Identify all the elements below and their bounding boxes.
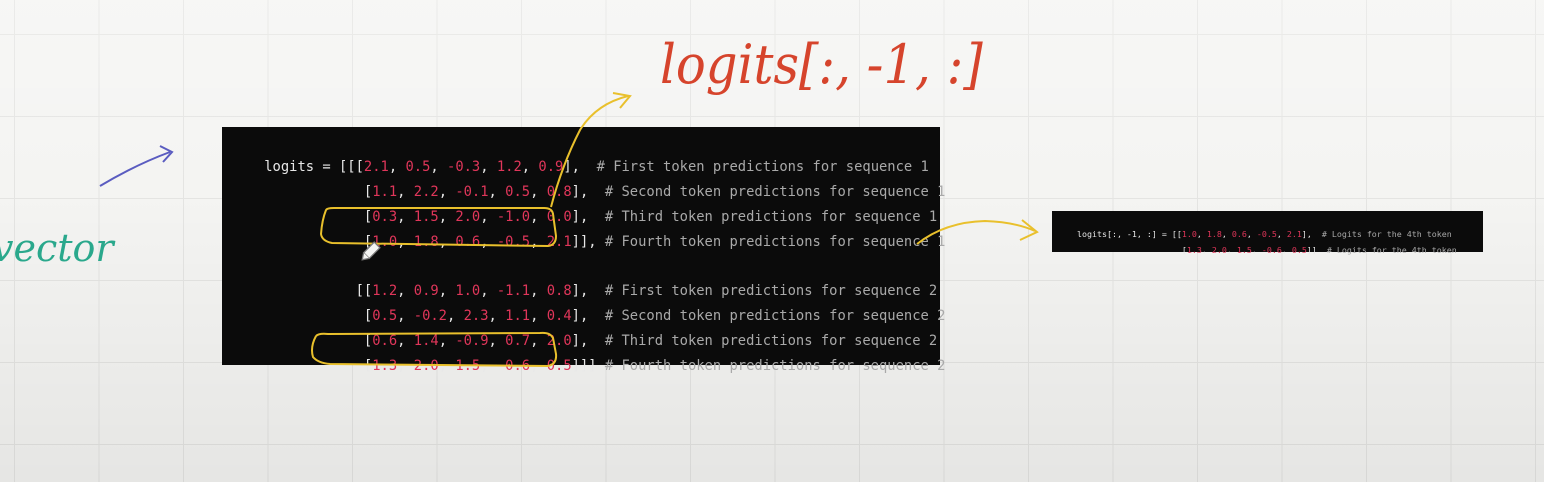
logit-value: 1.2: [372, 283, 398, 299]
arrow-head-icon: [1019, 219, 1039, 241]
arrow-head-icon: [612, 92, 632, 109]
logit-value: 2.1: [363, 159, 389, 175]
code-line: logits = [[[2.1, 0.5, -0.3, 1.2, 0.9], #…: [264, 159, 929, 175]
code-comment: # Fourth token predictions for sequence …: [604, 234, 946, 250]
logit-value: -0.9: [455, 333, 489, 349]
logit-value: 1.4: [413, 333, 439, 349]
logit-value: 1.3: [372, 358, 398, 374]
logit-value: 1.1: [505, 308, 531, 324]
code-prefix: [[: [264, 283, 373, 299]
code-panel-result: logits[:, -1, :] = [[1.0, 1.8, 0.6, -0.5…: [1052, 211, 1483, 255]
result-line: [1.3, 2.0, 1.5, -0.6, 0.5]] # Logits for…: [1076, 245, 1457, 255]
code-prefix: [: [264, 358, 373, 374]
logit-value: 1.8: [413, 234, 439, 250]
code-suffix: ],: [571, 308, 605, 324]
code-suffix: ],: [571, 209, 605, 225]
code-suffix: ],: [571, 283, 605, 299]
code-prefix: logits = [[[: [264, 159, 364, 175]
code-line: [0.3, 1.5, 2.0, -1.0, 0.0], # Third toke…: [264, 209, 938, 225]
logit-value: -0.5: [1256, 229, 1277, 239]
logit-value: 1.0: [1181, 229, 1197, 239]
logit-value: -0.1: [455, 184, 489, 200]
code-suffix: ],: [563, 159, 597, 175]
code-line: [[1.2, 0.9, 1.0, -1.1, 0.8], # First tok…: [264, 283, 938, 299]
code-comment: # First token predictions for sequence 1: [596, 159, 929, 175]
logit-value: 2.0: [1211, 245, 1227, 255]
handwritten-slice-annotation: logits[:, -1, :]: [660, 33, 983, 96]
logit-value: 2.0: [455, 209, 481, 225]
result-line: logits[:, -1, :] = [[1.0, 1.8, 0.6, -0.5…: [1076, 229, 1452, 239]
highlight-box-seq1: [319, 207, 558, 248]
logit-value: 1.8: [1206, 229, 1222, 239]
arrow-to-result: [916, 219, 1036, 245]
logit-value: 1.3: [1186, 245, 1202, 255]
logit-value: 1.2: [496, 159, 522, 175]
code-comment: # Third token predictions for sequence 2: [604, 333, 938, 349]
logit-value: 0.9: [413, 283, 439, 299]
logit-value: 0.7: [505, 333, 531, 349]
logit-value: 0.6: [372, 333, 398, 349]
arrow-purple: [99, 151, 171, 187]
code-suffix: ],: [571, 184, 605, 200]
logit-value: -1.1: [496, 283, 531, 299]
logit-value: 1.0: [455, 283, 481, 299]
logit-value: 2.2: [413, 184, 439, 200]
logit-value: 0.8: [546, 184, 572, 200]
logit-value: 2.3: [463, 308, 489, 324]
logit-value: 0.5: [405, 159, 431, 175]
arrow-to-annotation: [550, 95, 629, 208]
logit-value: 0.5: [505, 184, 531, 200]
logit-value: 2.1: [1286, 229, 1302, 239]
arrow-head-icon: [159, 145, 174, 163]
highlight-box-seq2: [311, 331, 558, 368]
logit-value: 1.5: [1236, 245, 1252, 255]
code-comment: # Second token predictions for sequence …: [604, 184, 946, 200]
code-suffix: ],: [1301, 229, 1322, 239]
logit-value: -1.0: [496, 209, 531, 225]
handwritten-vector-annotation: vector: [0, 226, 114, 270]
code-line: [0.5, -0.2, 2.3, 1.1, 0.4], # Second tok…: [264, 308, 946, 324]
code-prefix: logits[:, -1, :] = [[: [1076, 229, 1182, 239]
logit-value: 0.4: [546, 308, 572, 324]
logit-value: 1.1: [372, 184, 398, 200]
code-suffix: ]],: [571, 234, 605, 250]
code-suffix: ]]]: [571, 358, 605, 374]
pencil-cursor-icon: [361, 241, 381, 261]
logit-value: 0.5: [546, 358, 572, 374]
logit-value: 0.5: [372, 308, 398, 324]
code-prefix: [: [264, 333, 373, 349]
code-prefix: [: [1076, 245, 1187, 255]
code-line: [1.0, 1.8, 0.6, -0.5, 2.1]], # Fourth to…: [264, 234, 946, 250]
code-prefix: [: [264, 308, 373, 324]
logit-value: 2.1: [546, 234, 572, 250]
code-comment: # Logits for the 4th token: [1321, 229, 1452, 239]
logit-value: -0.6: [1261, 245, 1282, 255]
logit-value: -0.2: [413, 308, 447, 324]
code-prefix: [: [264, 234, 373, 250]
code-suffix: ],: [571, 333, 605, 349]
logit-value: 0.5: [1291, 245, 1307, 255]
logit-value: 0.9: [538, 159, 564, 175]
code-comment: # Fourth token predictions for sequence …: [604, 358, 946, 374]
logit-value: 0.6: [455, 234, 481, 250]
code-comment: # Logits for the 4th token: [1326, 245, 1457, 255]
code-prefix: [: [264, 184, 373, 200]
code-comment: # Second token predictions for sequence …: [604, 308, 946, 324]
code-panel-logits: logits = [[[2.1, 0.5, -0.3, 1.2, 0.9], #…: [222, 127, 945, 374]
logit-value: 0.8: [546, 283, 572, 299]
logit-value: 2.0: [413, 358, 439, 374]
code-comment: # First token predictions for sequence 2: [604, 283, 938, 299]
code-suffix: ]]: [1306, 245, 1327, 255]
logit-value: 0.6: [1231, 229, 1247, 239]
logit-value: -0.3: [447, 159, 481, 175]
code-line: [1.3, 2.0, 1.5, -0.6, 0.5]]] # Fourth to…: [264, 358, 946, 374]
code-comment: # Third token predictions for sequence 1: [604, 209, 938, 225]
code-prefix: [: [264, 209, 373, 225]
code-line: [0.6, 1.4, -0.9, 0.7, 2.0], # Third toke…: [264, 333, 938, 349]
logit-value: 0.3: [372, 209, 398, 225]
code-line: [1.1, 2.2, -0.1, 0.5, 0.8], # Second tok…: [264, 184, 946, 200]
logit-value: 1.5: [413, 209, 439, 225]
